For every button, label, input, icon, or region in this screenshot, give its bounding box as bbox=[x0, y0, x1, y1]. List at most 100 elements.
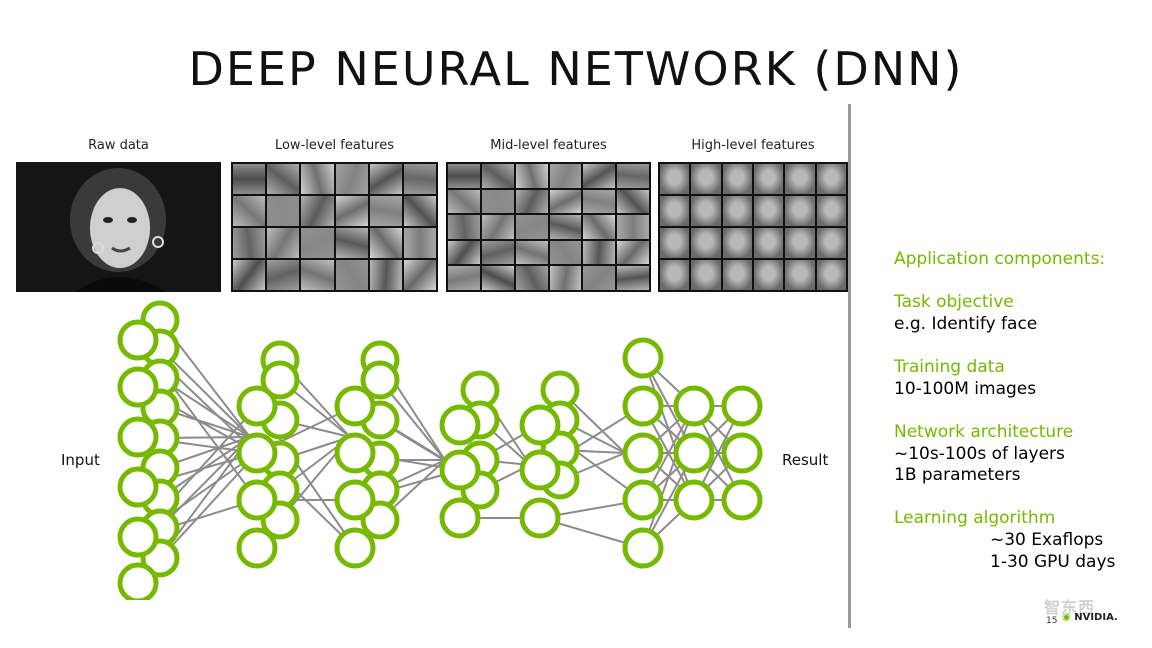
training-data-title: Training data bbox=[894, 356, 1005, 378]
high-feature-tile bbox=[785, 228, 814, 258]
task-objective-value: e.g. Identify face bbox=[894, 313, 1037, 335]
high-level-label: High-level features bbox=[658, 138, 848, 153]
high-feature-tile bbox=[785, 196, 814, 226]
low-feature-tile bbox=[404, 196, 436, 226]
network-node bbox=[625, 530, 661, 566]
network-node bbox=[239, 388, 275, 424]
vertical-divider bbox=[848, 104, 851, 628]
low-feature-tile bbox=[233, 196, 265, 226]
mid-feature-tile bbox=[482, 241, 514, 265]
mid-feature-tile bbox=[482, 266, 514, 290]
network-node bbox=[522, 500, 558, 536]
high-feature-tile bbox=[723, 164, 752, 194]
high-feature-tile bbox=[754, 196, 783, 226]
mid-feature-tile bbox=[516, 190, 548, 214]
network-node bbox=[120, 519, 156, 555]
low-feature-tile bbox=[267, 164, 299, 194]
network-node bbox=[442, 500, 478, 536]
network-node bbox=[676, 435, 712, 471]
network-node bbox=[522, 407, 558, 443]
high-feature-tile bbox=[691, 260, 720, 290]
low-feature-tile bbox=[267, 228, 299, 258]
mid-feature-tile bbox=[617, 190, 649, 214]
network-architecture-title: Network architecture bbox=[894, 421, 1073, 443]
mid-feature-tile bbox=[516, 164, 548, 188]
network-architecture-layers: ~10s-100s of layers bbox=[894, 443, 1065, 465]
low-feature-tile bbox=[404, 164, 436, 194]
mid-feature-tile bbox=[448, 215, 480, 239]
high-feature-tile bbox=[660, 228, 689, 258]
network-node bbox=[337, 388, 373, 424]
network-node bbox=[120, 565, 156, 600]
mid-feature-tile bbox=[617, 266, 649, 290]
low-feature-tile bbox=[233, 164, 265, 194]
network-node bbox=[337, 435, 373, 471]
mid-feature-tile bbox=[482, 190, 514, 214]
task-objective-title: Task objective bbox=[894, 291, 1014, 313]
raw-data-label: Raw data bbox=[16, 138, 221, 153]
network-node bbox=[239, 530, 275, 566]
mid-feature-tile bbox=[617, 164, 649, 188]
training-data-value: 10-100M images bbox=[894, 378, 1036, 400]
high-feature-tile bbox=[691, 228, 720, 258]
eye-icon: ◉ bbox=[1062, 612, 1071, 623]
mid-feature-tile bbox=[583, 266, 615, 290]
high-level-features-grid bbox=[658, 162, 848, 292]
network-node bbox=[442, 407, 478, 443]
network-node bbox=[724, 482, 760, 518]
mid-feature-tile bbox=[550, 164, 582, 188]
high-feature-tile bbox=[660, 260, 689, 290]
mid-feature-tile bbox=[482, 215, 514, 239]
mid-feature-tile bbox=[583, 241, 615, 265]
low-feature-tile bbox=[233, 228, 265, 258]
result-label: Result bbox=[782, 451, 828, 469]
mid-feature-tile bbox=[583, 164, 615, 188]
mid-feature-tile bbox=[550, 266, 582, 290]
network-node bbox=[337, 482, 373, 518]
low-feature-tile bbox=[370, 228, 402, 258]
learning-algorithm-title: Learning algorithm bbox=[894, 507, 1055, 529]
mid-feature-tile bbox=[448, 190, 480, 214]
network-node bbox=[522, 452, 558, 488]
slide-title: DEEP NEURAL NETWORK (DNN) bbox=[0, 42, 1152, 96]
mid-feature-tile bbox=[617, 215, 649, 239]
high-feature-tile bbox=[754, 164, 783, 194]
low-feature-tile bbox=[370, 196, 402, 226]
high-feature-tile bbox=[785, 164, 814, 194]
mid-feature-tile bbox=[550, 190, 582, 214]
high-feature-tile bbox=[754, 228, 783, 258]
low-feature-tile bbox=[336, 228, 368, 258]
high-feature-tile bbox=[817, 260, 846, 290]
low-feature-tile bbox=[233, 260, 265, 290]
mid-feature-tile bbox=[583, 190, 615, 214]
high-feature-tile bbox=[754, 260, 783, 290]
low-feature-tile bbox=[336, 196, 368, 226]
high-feature-tile bbox=[723, 260, 752, 290]
mid-feature-tile bbox=[516, 215, 548, 239]
mid-feature-tile bbox=[448, 266, 480, 290]
high-feature-tile bbox=[691, 196, 720, 226]
high-feature-tile bbox=[660, 196, 689, 226]
network-node bbox=[724, 435, 760, 471]
neural-network-diagram bbox=[0, 300, 848, 600]
low-level-label: Low-level features bbox=[231, 138, 438, 153]
network-architecture-params: 1B parameters bbox=[894, 464, 1021, 486]
low-feature-tile bbox=[267, 260, 299, 290]
high-feature-tile bbox=[660, 164, 689, 194]
logo-text: NVIDIA. bbox=[1074, 612, 1118, 623]
high-feature-tile bbox=[817, 164, 846, 194]
network-node bbox=[120, 419, 156, 455]
low-feature-tile bbox=[301, 196, 333, 226]
low-feature-tile bbox=[301, 164, 333, 194]
high-feature-tile bbox=[723, 228, 752, 258]
learning-algorithm-flops: ~30 Exaflops bbox=[990, 529, 1103, 551]
low-feature-tile bbox=[336, 260, 368, 290]
low-feature-tile bbox=[267, 196, 299, 226]
network-node bbox=[625, 482, 661, 518]
low-feature-tile bbox=[336, 164, 368, 194]
low-level-features-grid bbox=[231, 162, 438, 292]
network-node bbox=[442, 452, 478, 488]
mid-feature-tile bbox=[516, 241, 548, 265]
network-node bbox=[625, 435, 661, 471]
low-feature-tile bbox=[370, 164, 402, 194]
